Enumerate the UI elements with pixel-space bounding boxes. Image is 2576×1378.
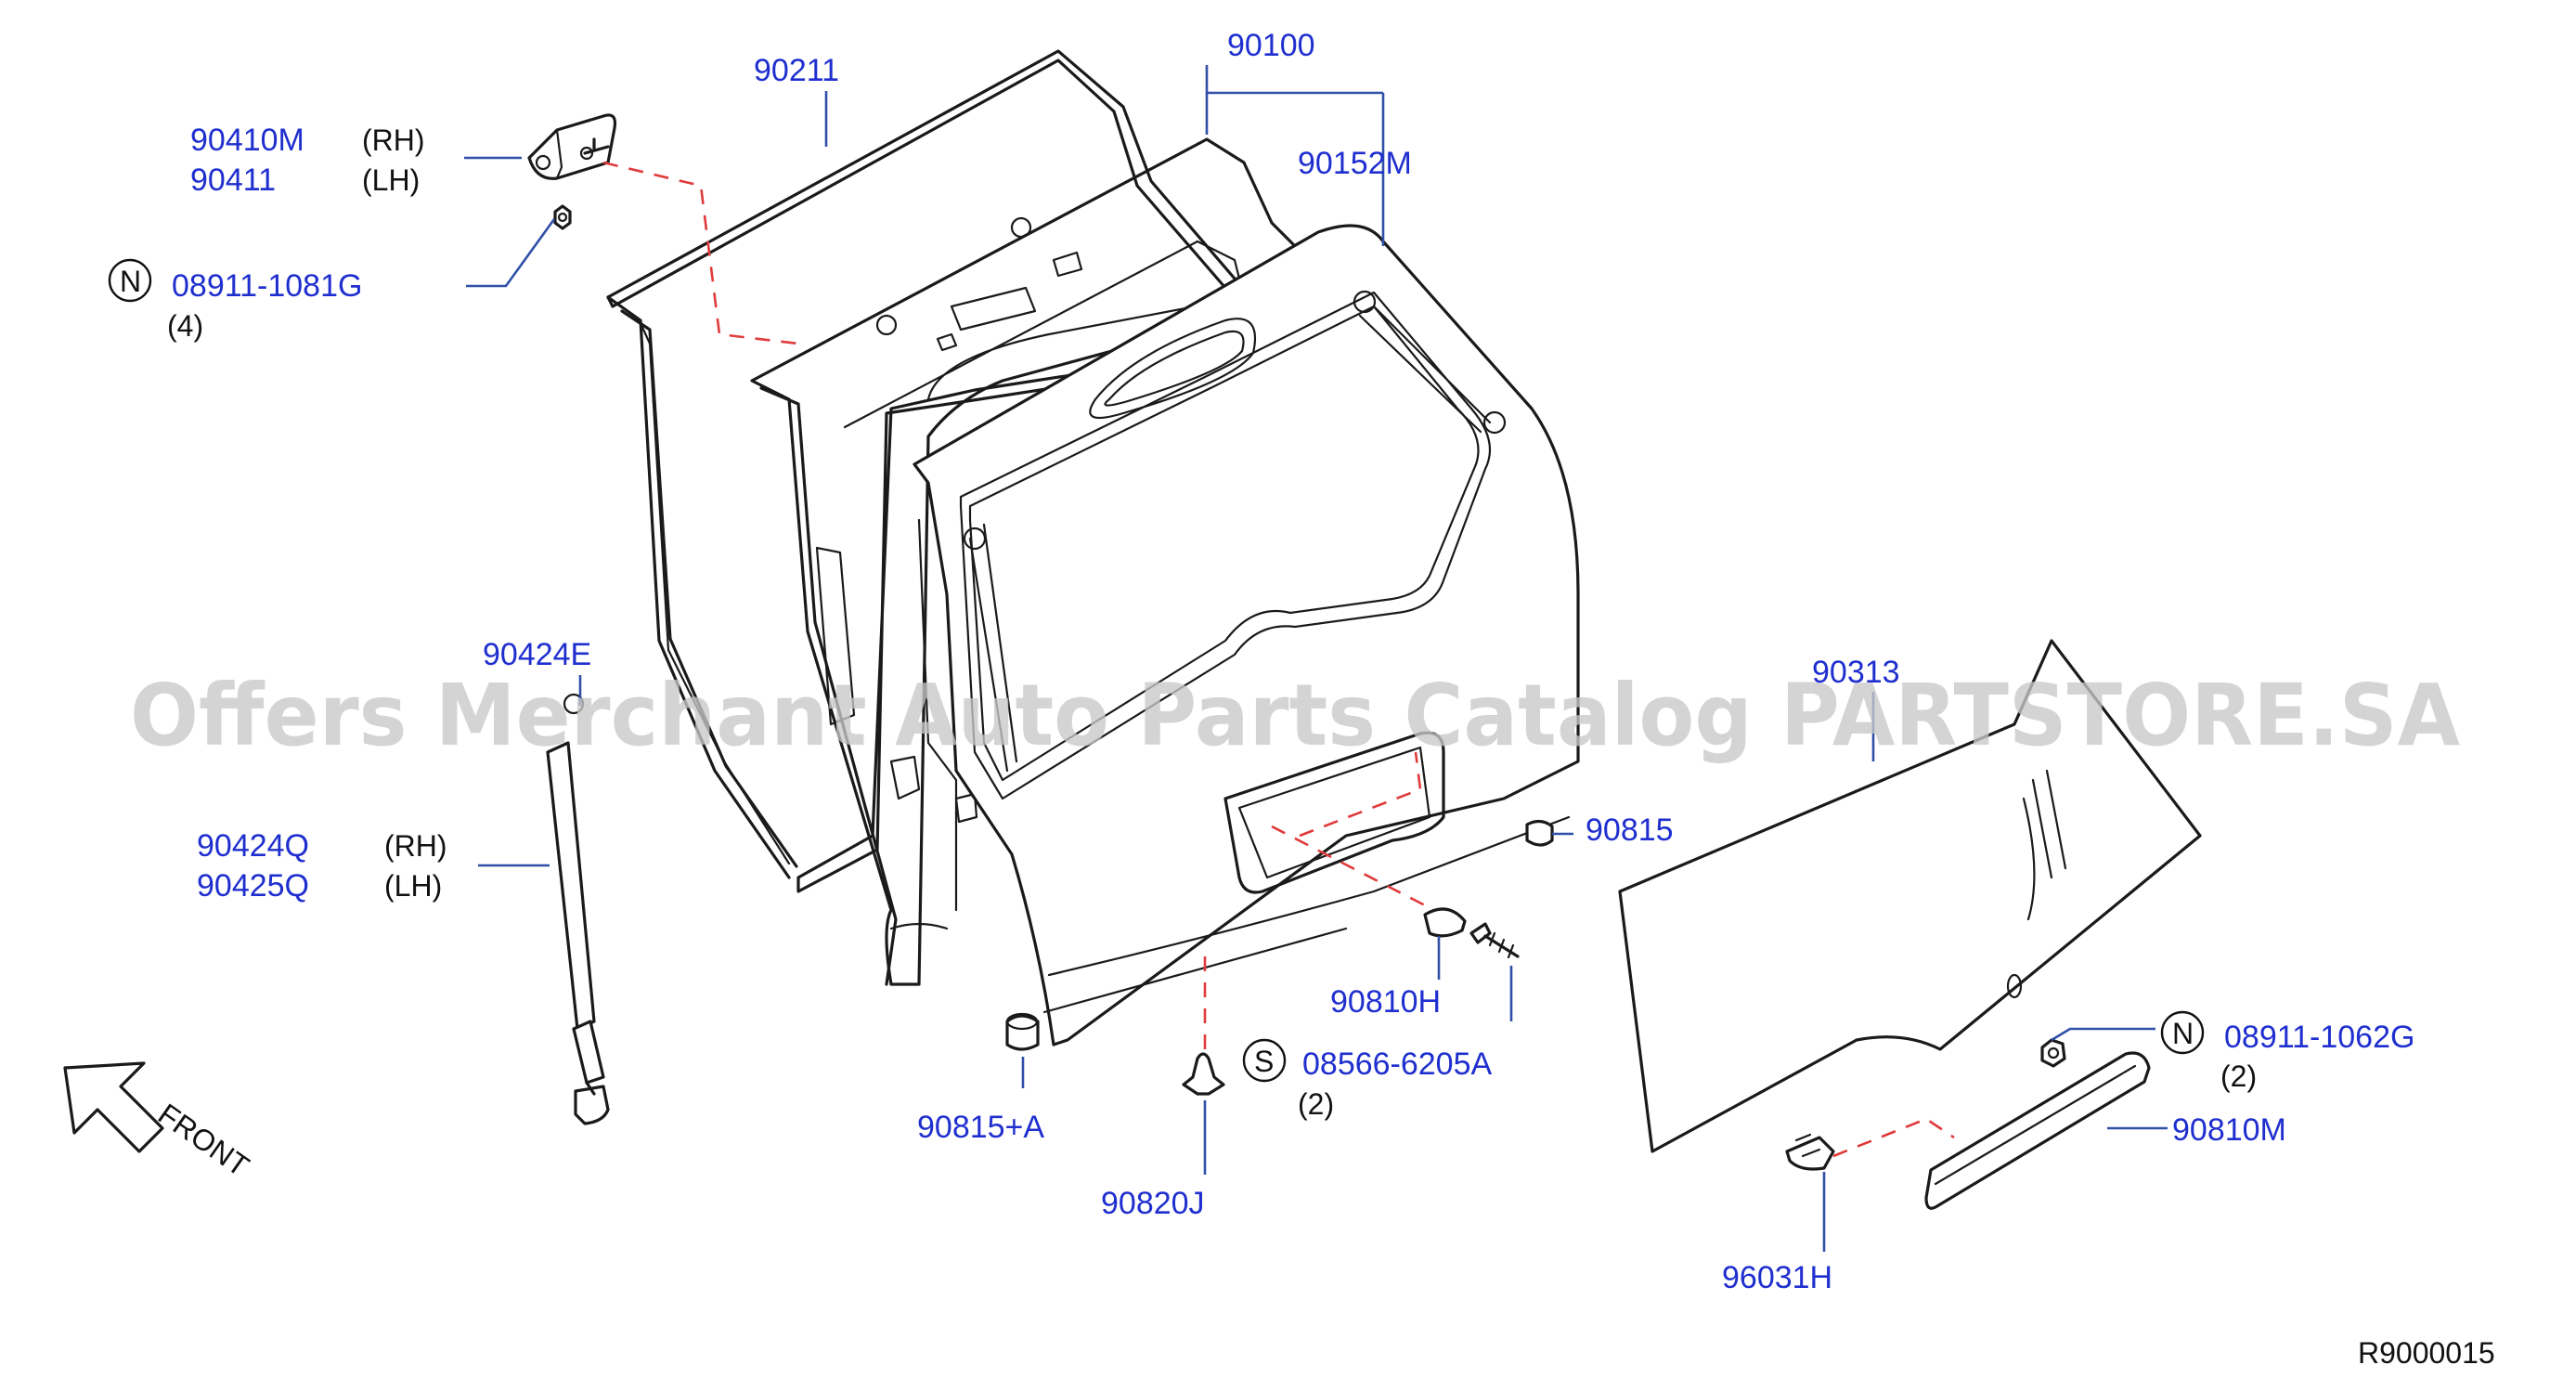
label-08911-1081G[interactable]: 08911-1081G <box>172 268 362 304</box>
label-90411-side: (LH) <box>362 163 420 197</box>
assembly-centerlines <box>602 161 1955 1158</box>
label-96031H[interactable]: 96031H <box>1722 1260 1832 1295</box>
label-90425Q[interactable]: 90425Q <box>197 868 309 904</box>
hinge-nut-08911-1081G[interactable] <box>553 204 572 230</box>
screw-08566-6205A[interactable] <box>1469 922 1520 959</box>
watermark: Offers Merchant Auto Parts Catalog PARTS… <box>130 666 2460 765</box>
label-08566-6205A[interactable]: 08566-6205A <box>1302 1046 1493 1082</box>
clip-90810H[interactable] <box>1423 907 1467 938</box>
gas-stay-90424Q-90425Q[interactable] <box>546 693 610 1125</box>
nut-08911-1062G[interactable] <box>2040 1038 2066 1068</box>
label-90810H[interactable]: 90810H <box>1330 984 1441 1020</box>
label-90424Q-side: (RH) <box>384 829 447 863</box>
s-symbol-icon <box>1242 1038 1287 1083</box>
label-08911-1062G[interactable]: 08911-1062G <box>2224 1020 2414 1055</box>
label-08911-1081G-qty: (4) <box>167 309 203 343</box>
n-symbol-icon-right <box>2160 1010 2205 1055</box>
finisher-90810M[interactable] <box>1924 1051 2151 1210</box>
n-symbol-icon <box>108 258 152 303</box>
n-symbol-letter: N <box>120 265 141 298</box>
label-90410M-side: (RH) <box>362 124 425 157</box>
back-window-glass-90313[interactable] <box>1618 639 2202 1153</box>
label-90815[interactable]: 90815 <box>1586 812 1674 848</box>
front-label: FRONT <box>152 1097 255 1183</box>
label-90424E[interactable]: 90424E <box>483 637 591 672</box>
leader-lines <box>464 65 2168 1252</box>
label-90425Q-side: (LH) <box>384 869 442 903</box>
label-90152M[interactable]: 90152M <box>1298 146 1412 181</box>
label-90424Q[interactable]: 90424Q <box>197 828 309 864</box>
clip-96031H[interactable] <box>1785 1133 1835 1171</box>
label-08566-6205A-qty: (2) <box>1298 1087 1334 1121</box>
label-90810M[interactable]: 90810M <box>2172 1112 2286 1148</box>
label-90211[interactable]: 90211 <box>754 53 839 88</box>
hinge-90410M-90411[interactable] <box>527 113 617 180</box>
label-90410M[interactable]: 90410M <box>190 123 304 158</box>
front-arrow-icon <box>63 1061 164 1153</box>
label-90820J[interactable]: 90820J <box>1101 1186 1205 1221</box>
diagram-code: R9000015 <box>2358 1336 2495 1370</box>
clip-90820J[interactable] <box>1182 1052 1225 1096</box>
grommet-90815[interactable] <box>1525 819 1554 847</box>
back-door-outer-90152M[interactable] <box>913 224 1580 1046</box>
s-symbol-letter: S <box>1254 1045 1274 1078</box>
bumper-90815-A[interactable] <box>1005 1012 1040 1051</box>
label-08911-1062G-qty: (2) <box>2220 1060 2257 1093</box>
label-90815-A[interactable]: 90815+A <box>917 1110 1044 1145</box>
n-symbol-letter-right: N <box>2172 1017 2194 1050</box>
label-90411[interactable]: 90411 <box>190 162 276 198</box>
label-90100[interactable]: 90100 <box>1227 28 1315 63</box>
label-90313[interactable]: 90313 <box>1812 655 1900 690</box>
